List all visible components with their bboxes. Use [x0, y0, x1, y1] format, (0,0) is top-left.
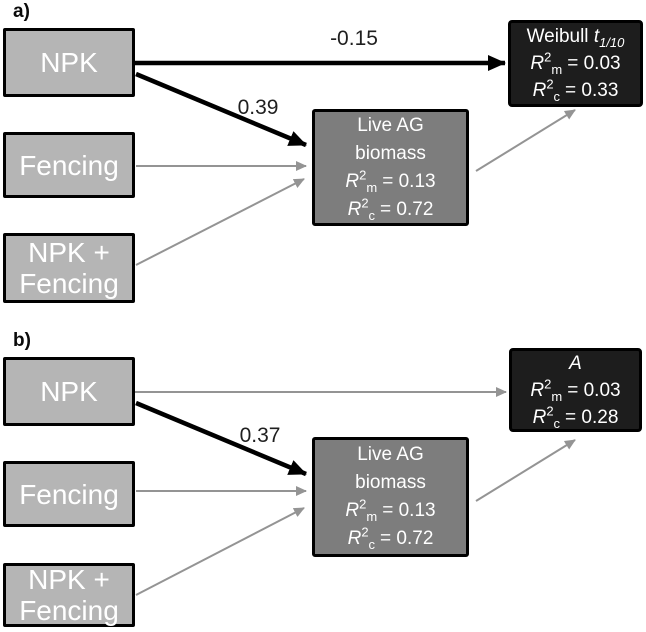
predictor-box-npk-b: NPK	[3, 357, 135, 426]
predictor-box-npk-a: NPK	[3, 28, 135, 97]
predictor-label: NPK	[40, 376, 98, 407]
predictor-label: Fencing	[19, 478, 119, 510]
predictor-box-fencing-a: Fencing	[3, 132, 135, 198]
mediator-title-line1: Live AG	[357, 444, 424, 465]
path-coefficient-npk-biomass-a: 0.39	[237, 96, 279, 119]
mediator-r2-marginal: R2m= 0.13	[345, 496, 436, 524]
response-r2-marginal: R2m= 0.03	[530, 49, 621, 77]
response-title: A	[569, 352, 582, 374]
response-r2-conditional: R2c= 0.33	[532, 76, 619, 104]
predictor-label: NPK	[40, 47, 98, 78]
response-r2-marginal: R2m= 0.03	[530, 376, 621, 404]
arrow-biomass-to-a-variable	[475, 439, 576, 502]
mediator-title-line2: biomass	[355, 472, 426, 493]
predictor-box-npk-fencing-a: NPK + Fencing	[3, 233, 135, 303]
response-box-weibull-a: Weibull t1/10 R2m= 0.03 R2c= 0.33	[508, 20, 643, 107]
panel-a-label: a)	[13, 1, 30, 22]
predictor-label: NPK + Fencing	[19, 237, 119, 299]
mediator-title-line1: Live AG	[357, 114, 424, 136]
response-title: Weibull t1/10	[526, 26, 625, 50]
mediator-box-live-ag-biomass-a: Live AG biomass R2m= 0.13 R2c= 0.72	[312, 109, 469, 226]
predictor-label: Fencing	[19, 149, 119, 181]
arrow-npk-fencing-to-biomass-b	[135, 507, 305, 596]
mediator-r2-conditional: R2c= 0.72	[347, 524, 434, 552]
predictor-box-fencing-b: Fencing	[3, 461, 135, 527]
mediator-box-live-ag-biomass-b: Live AG biomass R2m= 0.13 R2c= 0.72	[312, 437, 469, 557]
mediator-title-line2: biomass	[355, 142, 426, 164]
predictor-box-npk-fencing-b: NPK + Fencing	[3, 563, 135, 627]
arrow-biomass-to-weibull-a	[475, 109, 576, 172]
response-box-a-variable: A R2m= 0.03 R2c= 0.28	[509, 348, 642, 432]
path-coefficient-npk-biomass-b: 0.37	[239, 424, 281, 447]
predictor-label: NPK + Fencing	[19, 564, 119, 626]
panel-b-label: b)	[13, 330, 31, 351]
path-coefficient-npk-weibull: -0.15	[330, 27, 378, 50]
response-r2-conditional: R2c= 0.28	[532, 403, 619, 431]
mediator-r2-marginal: R2m= 0.13	[345, 167, 436, 195]
mediator-r2-conditional: R2c= 0.72	[347, 195, 434, 223]
arrow-npk-fencing-to-biomass-a	[135, 178, 305, 266]
